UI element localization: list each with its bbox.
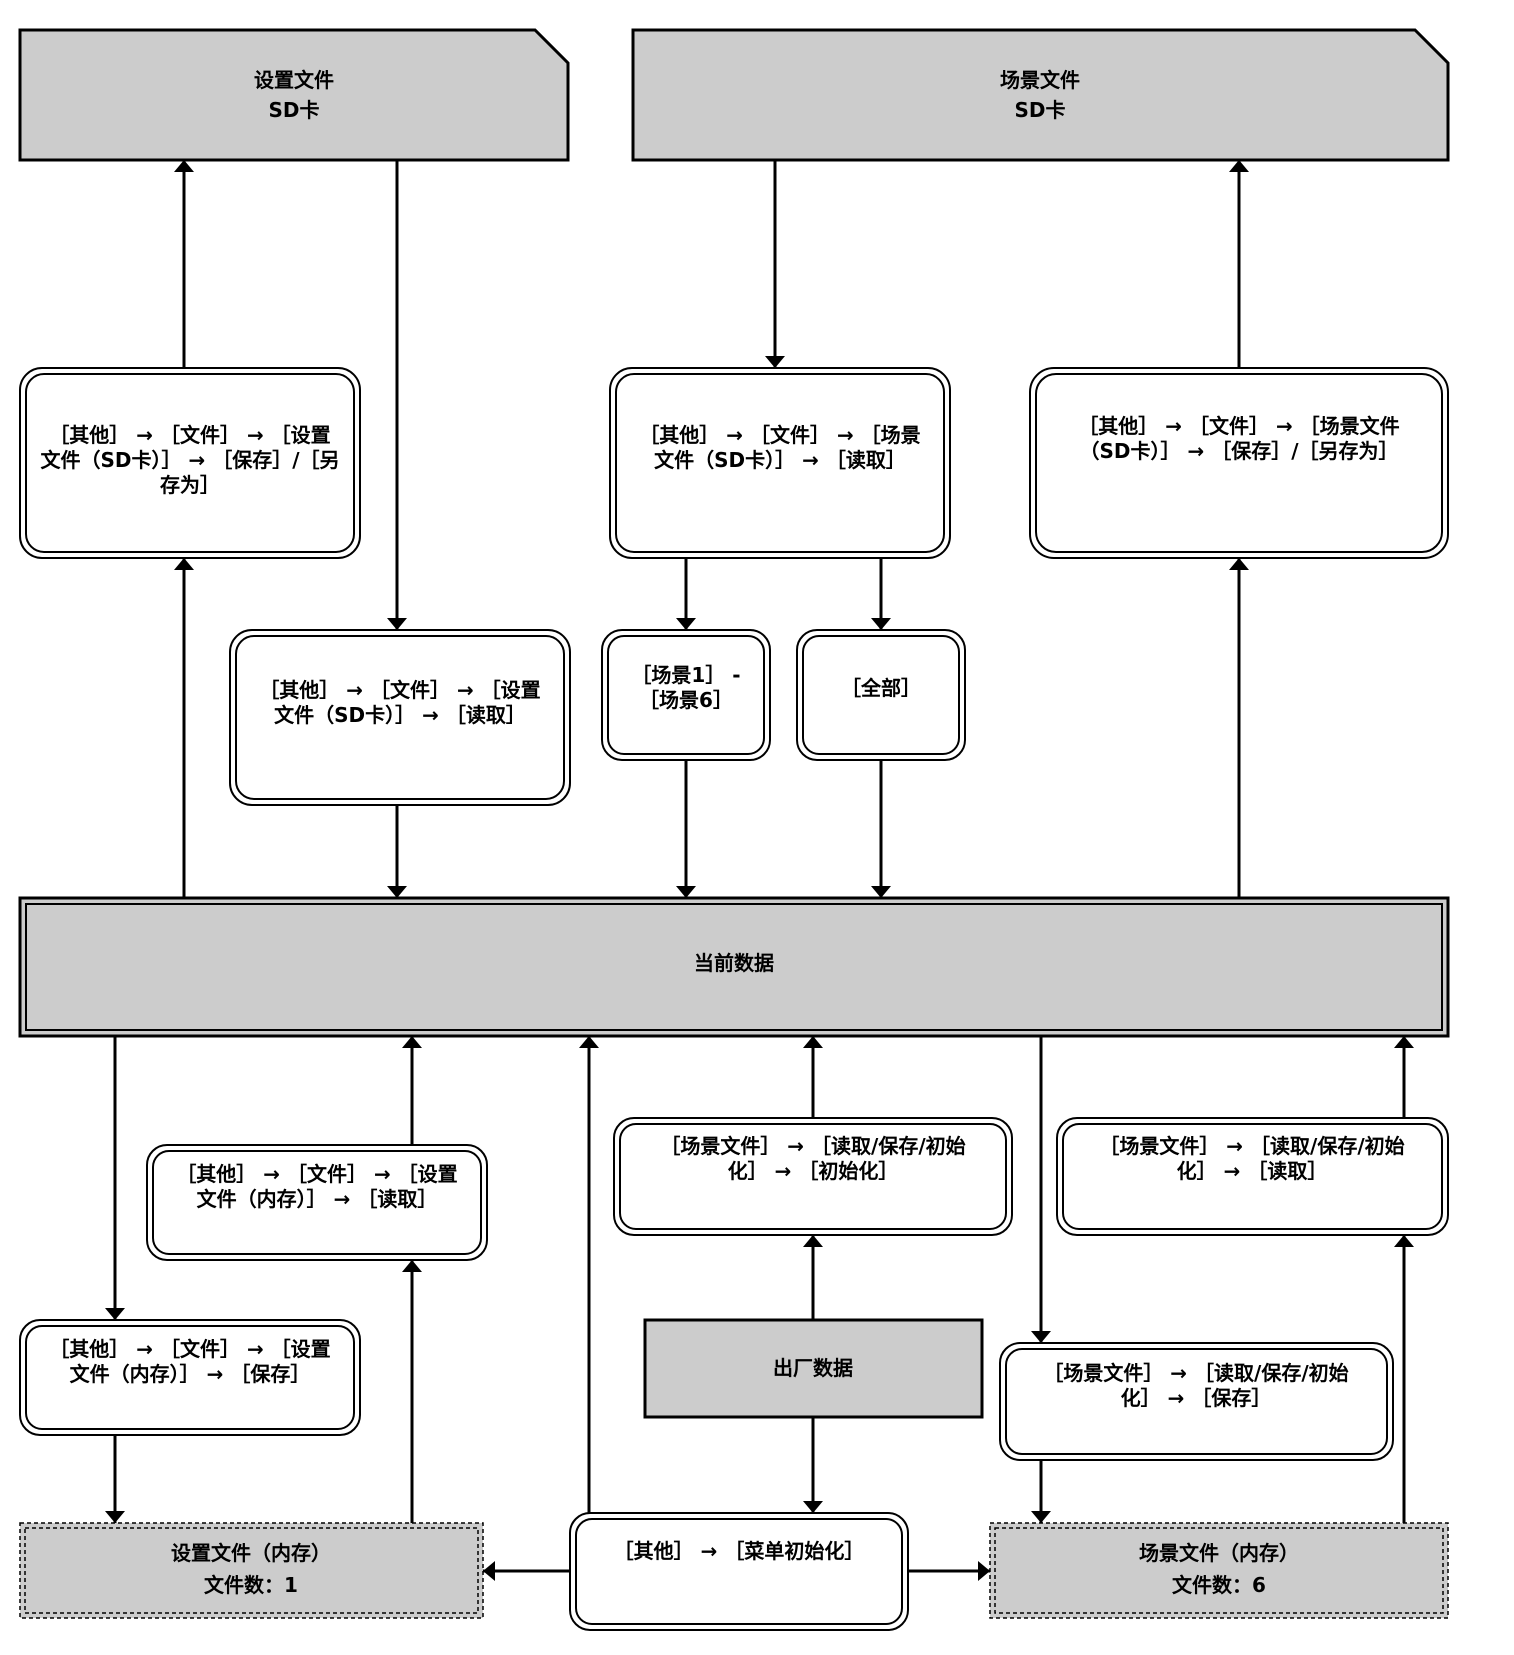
settings-save-mem-box: ［其他］ → ［文件］ → ［设置 文件（内存）］ → ［保存］ <box>19 1319 361 1436</box>
scene-init-line2: 化］ → ［初始化］ <box>728 1159 899 1183</box>
scene-init-line1: ［场景文件］ → ［读取/保存/初始 <box>660 1134 965 1158</box>
settings-file-mem-count: 文件数：1 <box>204 1573 298 1597</box>
all-box: ［全部］ <box>796 629 966 761</box>
scene-read-mem-box: ［场景文件］ → ［读取/保存/初始 化］ → ［读取］ <box>1056 1117 1449 1236</box>
settings-read-mem-line2: 文件（内存）］ → ［读取］ <box>197 1187 438 1211</box>
settings-save-mem-line2: 文件（内存）］ → ［保存］ <box>70 1362 311 1386</box>
settings-save-mem-line1: ［其他］ → ［文件］ → ［设置 <box>49 1337 330 1361</box>
settings-file-mem-title: 设置文件（内存） <box>171 1541 331 1565</box>
scene-init-box: ［场景文件］ → ［读取/保存/初始 化］ → ［初始化］ <box>613 1117 1013 1236</box>
settings-file-mem-node: 设置文件（内存） 文件数：1 <box>19 1522 484 1619</box>
factory-data-label: 出厂数据 <box>773 1356 853 1380</box>
settings-file-sd-title: 设置文件 <box>254 68 334 92</box>
settings-file-sd-subtitle: SD卡 <box>268 98 319 122</box>
scene-read-mem-line1: ［场景文件］ → ［读取/保存/初始 <box>1099 1134 1404 1158</box>
settings-save-sd-line1: ［其他］ → ［文件］ → ［设置 <box>49 423 330 447</box>
scene-1-6-line1: ［场景1］ - <box>631 663 740 687</box>
settings-save-sd-line3: 存为］ <box>160 473 220 497</box>
scene-save-sd-line1: ［其他］ → ［文件］ → ［场景文件 <box>1078 414 1399 438</box>
scene-file-mem-count: 文件数：6 <box>1172 1573 1266 1597</box>
scene-file-sd-node: 场景文件 SD卡 <box>631 28 1450 162</box>
connectors <box>105 160 1414 1581</box>
scene-read-sd-line1: ［其他］ → ［文件］ → ［场景 <box>639 423 920 447</box>
menu-init-label: ［其他］ → ［菜单初始化］ <box>614 1539 865 1563</box>
scene-file-sd-title: 场景文件 <box>1000 68 1080 92</box>
scene-save-mem-box: ［场景文件］ → ［读取/保存/初始 化］ → ［保存］ <box>999 1342 1394 1461</box>
scene-read-mem-line2: 化］ → ［读取］ <box>1177 1159 1328 1183</box>
settings-file-sd-node: 设置文件 SD卡 <box>18 28 570 162</box>
scene-file-mem-title: 场景文件（内存） <box>1139 1541 1299 1565</box>
menu-init-box: ［其他］ → ［菜单初始化］ <box>569 1512 909 1631</box>
settings-read-sd-line2: 文件（SD卡）］ → ［读取］ <box>274 703 526 727</box>
scene-read-sd-box: ［其他］ → ［文件］ → ［场景 文件（SD卡）］ → ［读取］ <box>609 367 951 559</box>
scene-save-sd-box: ［其他］ → ［文件］ → ［场景文件 （SD卡）］ → ［保存］/［另存为］ <box>1029 367 1449 559</box>
scene-save-sd-line2: （SD卡）］ → ［保存］/［另存为］ <box>1080 439 1399 463</box>
all-label: ［全部］ <box>841 676 921 700</box>
settings-read-mem-line1: ［其他］ → ［文件］ → ［设置 <box>176 1162 457 1186</box>
settings-read-sd-box: ［其他］ → ［文件］ → ［设置 文件（SD卡）］ → ［读取］ <box>229 629 571 806</box>
current-data-label: 当前数据 <box>694 951 774 975</box>
settings-read-sd-line1: ［其他］ → ［文件］ → ［设置 <box>259 678 540 702</box>
scene-save-mem-line2: 化］ → ［保存］ <box>1121 1386 1272 1410</box>
current-data-node: 当前数据 <box>18 896 1450 1038</box>
settings-read-mem-box: ［其他］ → ［文件］ → ［设置 文件（内存）］ → ［读取］ <box>146 1144 488 1261</box>
scene-file-sd-subtitle: SD卡 <box>1014 98 1065 122</box>
scene-1-6-box: ［场景1］ - ［场景6］ <box>601 629 771 761</box>
settings-save-sd-box: ［其他］ → ［文件］ → ［设置 文件（SD卡）］ → ［保存］/［另 存为］ <box>19 367 361 559</box>
settings-save-sd-line2: 文件（SD卡）］ → ［保存］/［另 <box>41 448 340 472</box>
scene-1-6-line2: ［场景6］ <box>639 688 733 712</box>
scene-read-sd-line2: 文件（SD卡）］ → ［读取］ <box>654 448 906 472</box>
scene-file-mem-node: 场景文件（内存） 文件数：6 <box>989 1522 1449 1619</box>
scene-save-mem-line1: ［场景文件］ → ［读取/保存/初始 <box>1043 1361 1348 1385</box>
factory-data-node: 出厂数据 <box>643 1318 984 1419</box>
